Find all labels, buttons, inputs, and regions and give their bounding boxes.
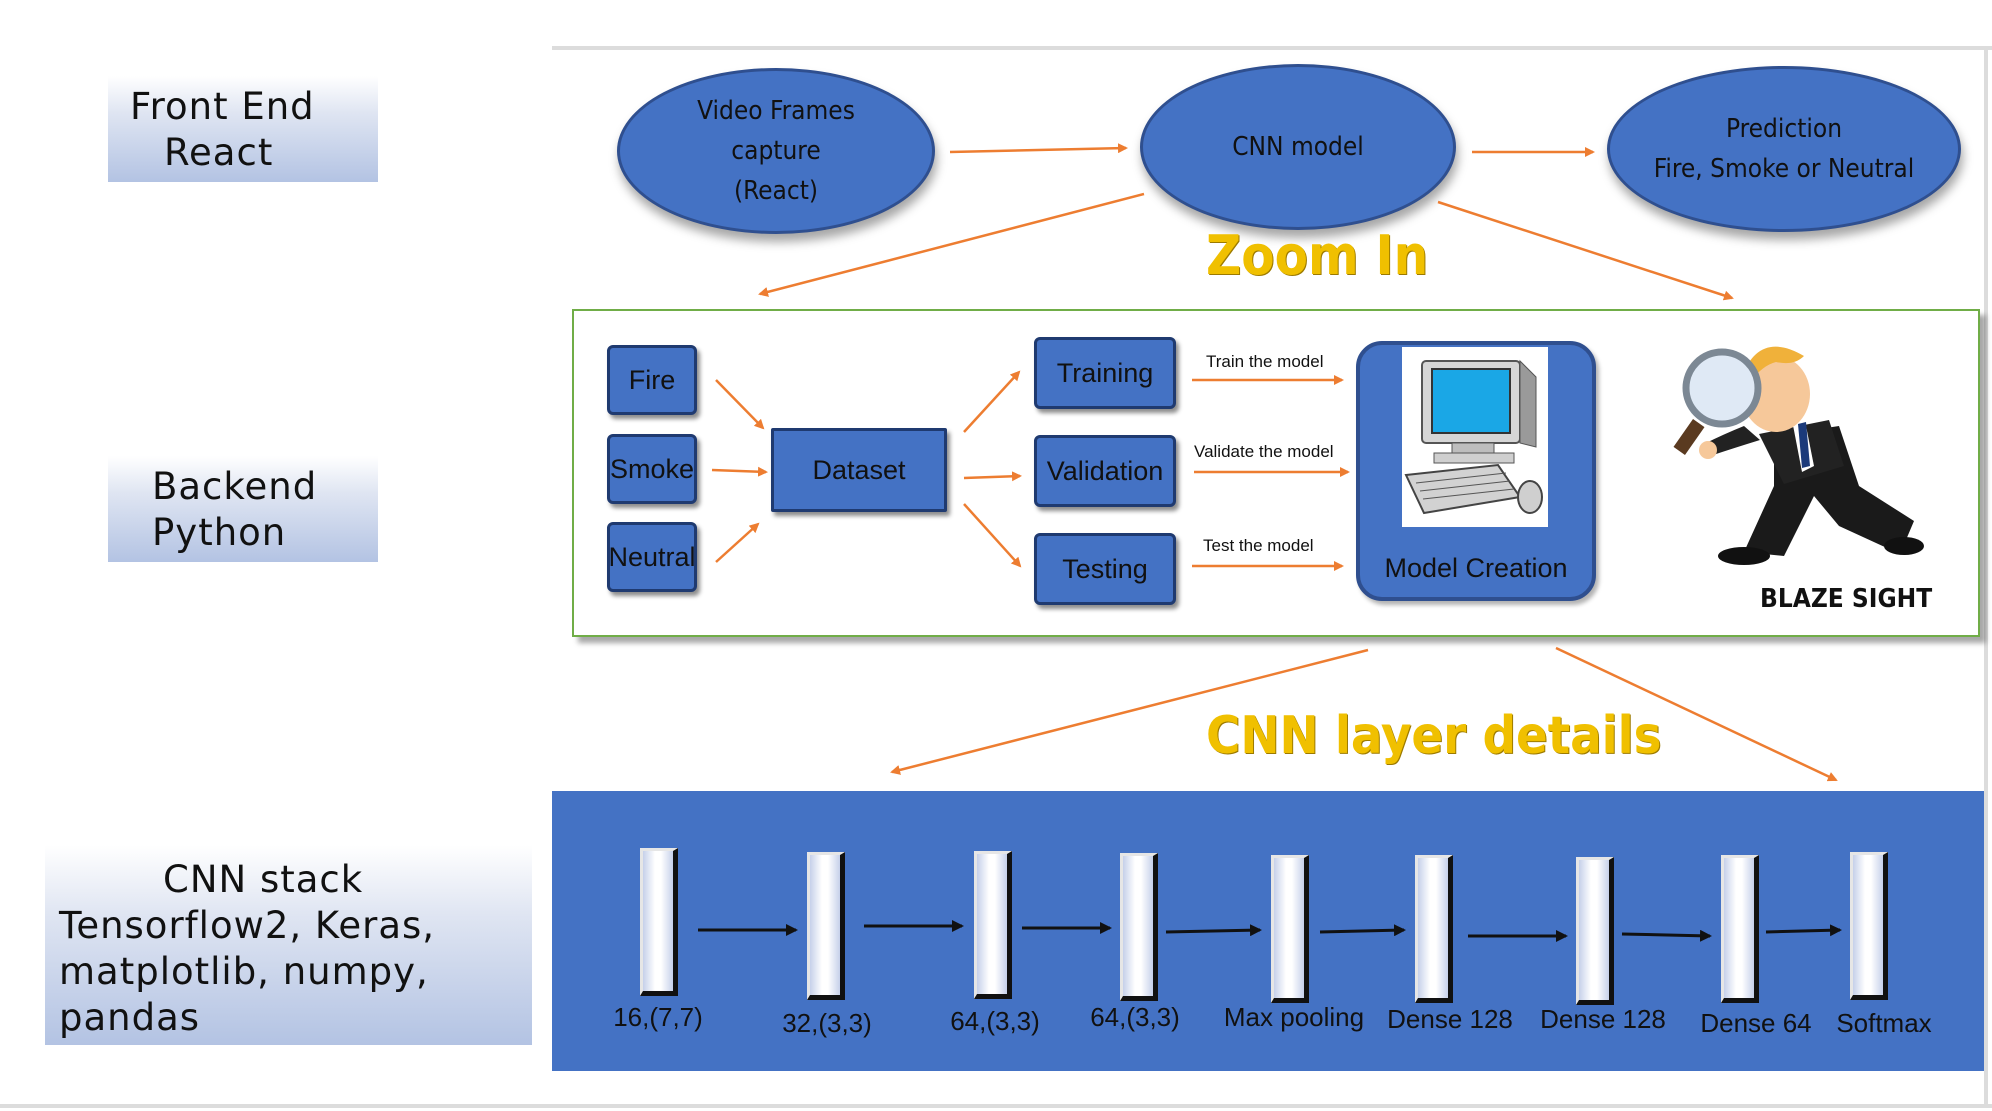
layer-label-4: 64,(3,3) [1090, 1002, 1180, 1032]
frontend-label-line2: React [164, 131, 274, 174]
layer-label-7: Dense 128 [1540, 1004, 1666, 1034]
test-action-label: Test the model [1203, 536, 1314, 555]
bottom-divider [0, 1104, 1992, 1108]
neutral-input-box: Neutral [607, 522, 697, 592]
validation-box: Validation [1034, 435, 1176, 507]
layer-bar-7 [1576, 857, 1614, 1005]
cnn-stack-label-line1: CNN stack [163, 858, 364, 901]
cnn-model-label: CNN model [1232, 132, 1364, 162]
fire-input-label: Fire [628, 364, 676, 395]
layer-label-6: Dense 128 [1387, 1004, 1513, 1034]
fire-input-box: Fire [607, 345, 697, 415]
testing-box: Testing [1034, 533, 1176, 605]
backend-label-line1: Backend [152, 465, 318, 508]
frontend-label: Front End React [108, 76, 378, 182]
layer-bar-9 [1850, 852, 1888, 1000]
layer-bar-4 [1120, 853, 1158, 1001]
arrow-video-to-cnn [949, 143, 1128, 154]
layer-bar-5 [1271, 855, 1309, 1003]
train-action-label: Train the model [1206, 352, 1324, 371]
layer-bar-6 [1415, 855, 1453, 1003]
validation-label: Validation [1046, 455, 1164, 486]
layer-bar-2 [807, 852, 845, 1000]
cnn-model-node: CNN model [1140, 64, 1456, 230]
model-creation-box: Model Creation [1356, 341, 1596, 601]
zoom-in-title: Zoom In [1206, 224, 1429, 287]
layer-label-2: 32,(3,3) [782, 1008, 872, 1038]
video-capture-line3: (React) [733, 176, 819, 206]
layer-bar-8 [1721, 855, 1759, 1003]
testing-label: Testing [1062, 553, 1148, 584]
frontend-label-line1: Front End [130, 85, 315, 128]
layer-label-3: 64,(3,3) [950, 1006, 1040, 1036]
cnn-stack-label: CNN stack Tensorflow2, Keras, matplotlib… [45, 845, 532, 1045]
dataset-box: Dataset [771, 428, 947, 512]
detective-icon [1664, 316, 1944, 578]
layer-bar-1 [640, 848, 678, 996]
prediction-line1: Prediction [1725, 114, 1843, 144]
top-divider [552, 46, 1992, 50]
training-label: Training [1056, 357, 1154, 388]
layer-label-1: 16,(7,7) [613, 1002, 703, 1032]
model-creation-label: Model Creation [1384, 553, 1568, 583]
layer-label-5: Max pooling [1223, 1002, 1365, 1032]
video-capture-line2: capture [731, 136, 821, 166]
prediction-node: Prediction Fire, Smoke or Neutral [1607, 66, 1961, 232]
smoke-input-box: Smoke [607, 434, 697, 504]
cnn-stack-label-line4: pandas [59, 996, 201, 1039]
prediction-line2: Fire, Smoke or Neutral [1653, 154, 1915, 184]
backend-label: Backend Python [108, 456, 378, 562]
layer-label-8: Dense 64 [1700, 1008, 1812, 1038]
dataset-label: Dataset [812, 454, 906, 485]
video-capture-line1: Video Frames [697, 96, 855, 126]
smoke-input-label: Smoke [609, 453, 695, 484]
right-divider [1984, 46, 1988, 1106]
validate-action-label: Validate the model [1194, 442, 1334, 461]
cnn-stack-label-line2: Tensorflow2, Keras, [59, 904, 436, 947]
brand-label: BLAZE SIGHT [1760, 584, 1933, 614]
backend-label-line2: Python [152, 511, 287, 554]
cnn-stack-label-line3: matplotlib, numpy, [59, 950, 429, 993]
layer-label-9: Softmax [1836, 1008, 1932, 1038]
neutral-input-label: Neutral [608, 541, 696, 572]
cnn-layer-title: CNN layer details [1206, 706, 1662, 766]
computer-icon [1402, 347, 1548, 527]
video-capture-node: Video Frames capture (React) [617, 68, 935, 234]
layer-bar-3 [974, 851, 1012, 999]
training-box: Training [1034, 337, 1176, 409]
